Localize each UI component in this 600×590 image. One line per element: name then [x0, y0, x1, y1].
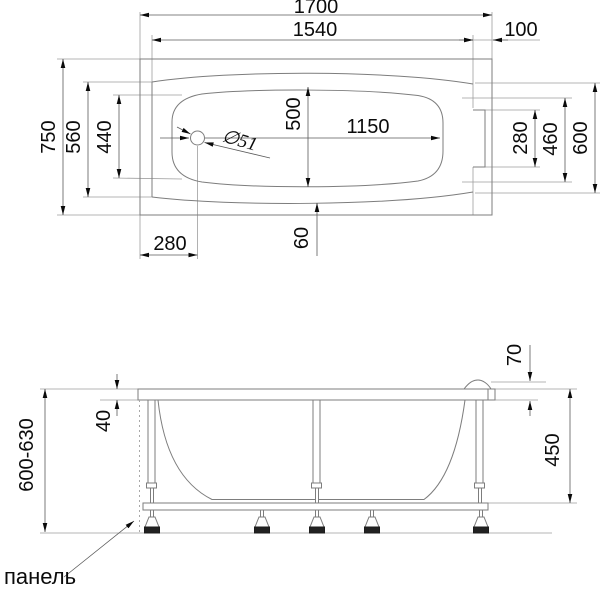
dim-inner-length: 1540	[293, 19, 338, 41]
panel-label: панель	[4, 564, 76, 589]
front-view-dimension-lines	[42, 345, 573, 578]
foot	[144, 509, 160, 534]
dim-headrest-depth: 100	[504, 19, 537, 41]
dim-overall-length: 1700	[294, 0, 339, 18]
top-view-dimension-lines	[60, 12, 598, 258]
dim-drain-diameter: ∅51	[220, 126, 260, 156]
dim-basin-width-center: 500	[283, 97, 305, 130]
dim-right-end-width: 600	[570, 121, 592, 154]
foot	[309, 509, 325, 534]
support-struts	[146, 399, 485, 504]
dim-frame-height: 450	[542, 433, 564, 466]
tub-outer-edge	[139, 58, 493, 216]
tub-rim-outline	[151, 72, 474, 204]
headrest-bump	[463, 379, 492, 390]
rim-band	[137, 388, 496, 401]
dim-recess-height: 460	[540, 122, 562, 155]
dim-bump-height: 70	[504, 344, 526, 366]
foot	[473, 509, 489, 534]
dim-rim-gap: 60	[291, 227, 313, 249]
adjustable-feet	[144, 509, 489, 534]
dim-height-range: 600-630	[16, 418, 38, 491]
dim-rim-width: 560	[63, 120, 85, 153]
headrest-notch	[473, 109, 486, 168]
dim-basin-length: 1150	[346, 116, 389, 138]
drain-hole	[190, 130, 205, 146]
dim-drain-offset: 280	[153, 233, 186, 255]
top-view: 1700 1540 100 750 560 440 500 1150 ∅51 2…	[38, 0, 600, 259]
tub-body-outline	[157, 399, 466, 500]
foot	[364, 509, 380, 534]
dim-overall-width: 750	[38, 120, 60, 153]
basin-outline	[171, 89, 444, 188]
dim-rim-thickness: 40	[93, 410, 115, 432]
foot	[254, 509, 270, 534]
dim-notch-height: 280	[510, 121, 532, 154]
front-view: 40 600-630 70 450 панель	[4, 344, 577, 589]
bottom-rail	[142, 502, 489, 511]
dim-basin-width-left: 440	[94, 120, 116, 153]
